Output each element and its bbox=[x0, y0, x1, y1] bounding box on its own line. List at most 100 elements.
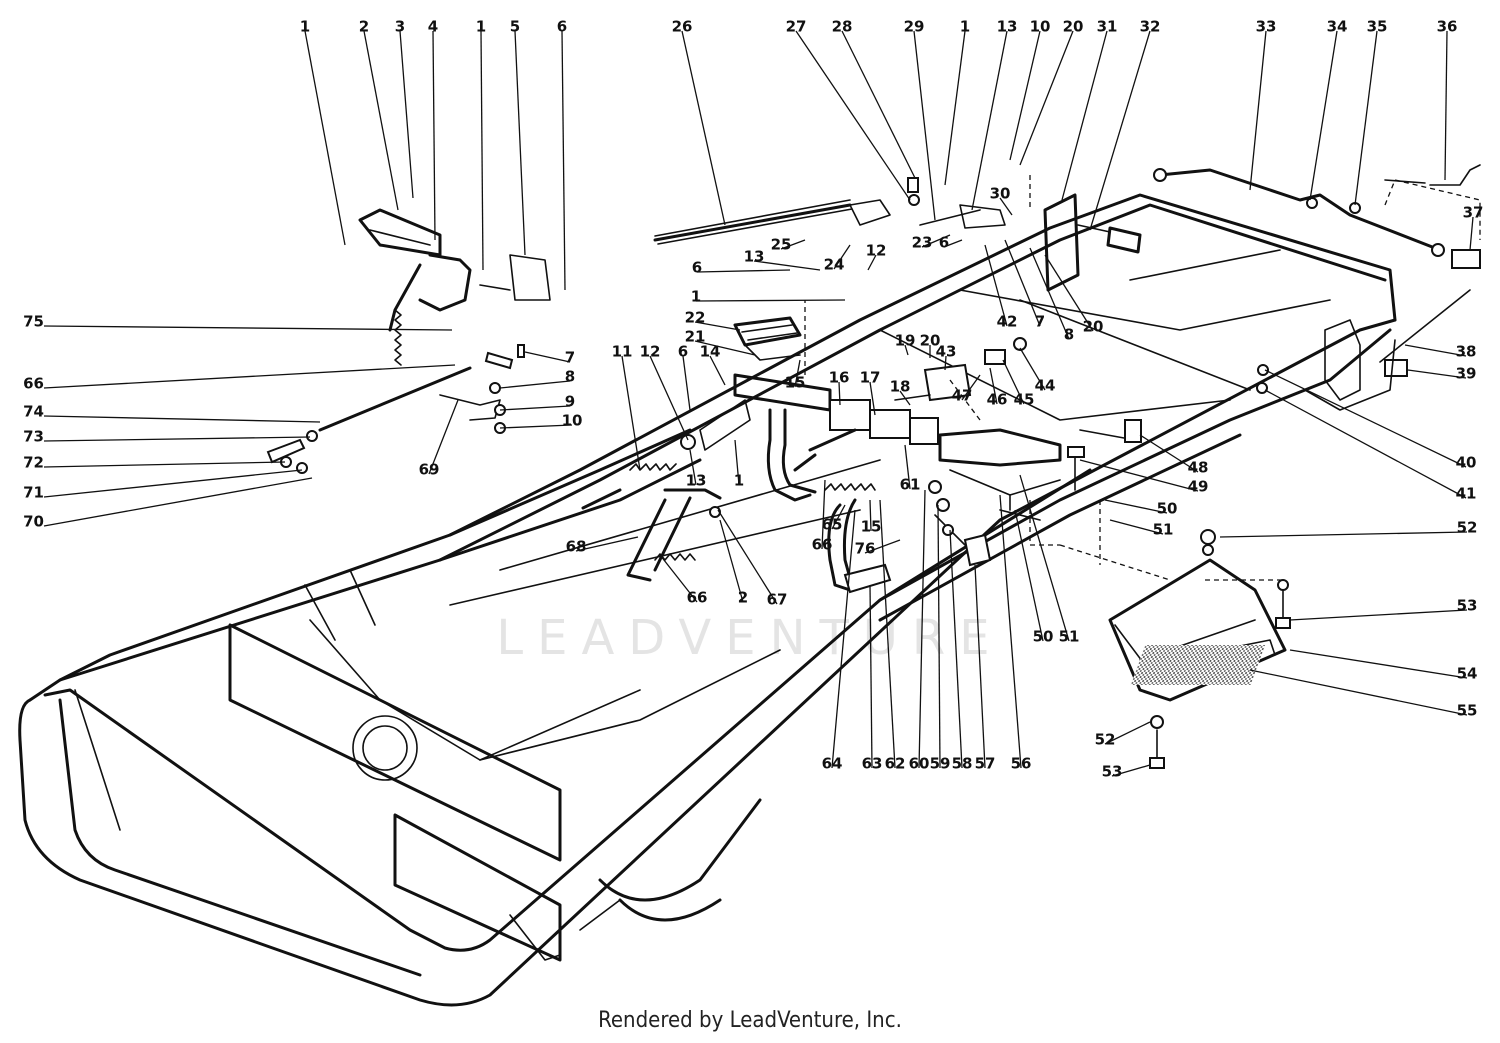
callout-17: 17 bbox=[860, 369, 881, 387]
callout-50: 50 bbox=[1033, 628, 1054, 646]
leader-line-35 bbox=[1354, 30, 1378, 206]
callout-30: 30 bbox=[990, 185, 1011, 203]
leader-line-39 bbox=[1407, 369, 1467, 379]
leader-line-12 bbox=[649, 355, 689, 441]
leader-line-56 bbox=[999, 494, 1022, 769]
callout-71: 71 bbox=[23, 484, 44, 502]
leader-line-8 bbox=[499, 380, 571, 389]
leader-line-61 bbox=[904, 444, 911, 490]
leader-line-49 bbox=[1079, 459, 1199, 492]
callout-62: 62 bbox=[885, 755, 906, 773]
leader-line-1 bbox=[480, 30, 484, 271]
callout-1: 1 bbox=[300, 18, 310, 36]
callout-8: 8 bbox=[565, 368, 575, 386]
callout-58: 58 bbox=[952, 755, 973, 773]
callout-68: 68 bbox=[566, 538, 587, 556]
leader-line-66 bbox=[659, 554, 698, 603]
leader-line-6 bbox=[696, 269, 791, 273]
callout-4: 4 bbox=[428, 18, 438, 36]
callout-16: 16 bbox=[829, 369, 850, 387]
upper-parts bbox=[653, 164, 1481, 411]
callout-60: 60 bbox=[909, 755, 930, 773]
leader-line-73 bbox=[43, 436, 311, 442]
leader-line-5 bbox=[514, 30, 526, 256]
leader-line-6 bbox=[561, 30, 566, 291]
leader-line-57 bbox=[974, 564, 986, 769]
callout-52: 52 bbox=[1457, 519, 1478, 537]
callout-13: 13 bbox=[744, 248, 765, 266]
callout-57: 57 bbox=[975, 755, 996, 773]
leader-line-43 bbox=[944, 355, 947, 371]
leader-line-21 bbox=[694, 340, 756, 356]
pedal-assembly bbox=[629, 316, 1142, 594]
leader-line-36 bbox=[1444, 30, 1448, 181]
callout-6: 6 bbox=[939, 234, 949, 252]
leader-line-44 bbox=[1019, 347, 1046, 391]
leader-line-50 bbox=[1014, 509, 1044, 642]
leader-line-13 bbox=[971, 30, 1008, 211]
callout-11: 11 bbox=[612, 343, 633, 361]
leader-line-58 bbox=[949, 529, 963, 769]
callout-39: 39 bbox=[1456, 365, 1477, 383]
callout-20: 20 bbox=[920, 332, 941, 350]
leader-line-52 bbox=[1104, 721, 1151, 745]
leader-line-53 bbox=[1111, 764, 1151, 777]
callout-15: 15 bbox=[785, 374, 806, 392]
callout-40: 40 bbox=[1456, 454, 1477, 472]
leader-line-23 bbox=[921, 234, 951, 248]
callout-65: 65 bbox=[822, 516, 843, 534]
callout-50: 50 bbox=[1157, 500, 1178, 518]
callout-12: 12 bbox=[866, 242, 887, 260]
leader-line-20 bbox=[1044, 254, 1094, 332]
callout-27: 27 bbox=[786, 18, 807, 36]
callout-67: 67 bbox=[767, 591, 788, 609]
callout-46: 46 bbox=[987, 391, 1008, 409]
leader-line-25 bbox=[780, 239, 806, 250]
leader-line-32 bbox=[1089, 30, 1151, 231]
leader-line-6 bbox=[682, 355, 691, 411]
callout-44: 44 bbox=[1035, 377, 1056, 395]
leader-line-67 bbox=[717, 509, 778, 605]
shift-linkage bbox=[266, 208, 551, 474]
callout-49: 49 bbox=[1188, 478, 1209, 496]
leader-line-70 bbox=[43, 477, 313, 527]
callout-2: 2 bbox=[738, 589, 748, 607]
callout-43: 43 bbox=[936, 343, 957, 361]
callout-72: 72 bbox=[23, 454, 44, 472]
leader-line-1 bbox=[734, 439, 740, 486]
leader-line-16 bbox=[838, 381, 841, 406]
callout-52: 52 bbox=[1095, 731, 1116, 749]
callout-24: 24 bbox=[824, 256, 845, 274]
leader-line-26 bbox=[681, 30, 726, 226]
callout-74: 74 bbox=[23, 403, 44, 421]
callout-9: 9 bbox=[565, 393, 575, 411]
callout-41: 41 bbox=[1456, 485, 1477, 503]
leader-line-50 bbox=[1104, 499, 1168, 514]
leader-line-42 bbox=[984, 244, 1008, 327]
leader-line-74 bbox=[43, 415, 321, 423]
leader-line-1 bbox=[695, 299, 846, 302]
leader-line-10 bbox=[1009, 30, 1041, 161]
leader-line-34 bbox=[1309, 30, 1338, 201]
callout-51: 51 bbox=[1059, 628, 1080, 646]
step-plate bbox=[1108, 529, 1291, 769]
leader-line-69 bbox=[428, 399, 459, 475]
leader-line-13 bbox=[689, 449, 697, 486]
callout-32: 32 bbox=[1140, 18, 1161, 36]
callout-6: 6 bbox=[692, 259, 702, 277]
callout-29: 29 bbox=[904, 18, 925, 36]
leader-line-59 bbox=[937, 504, 941, 769]
leader-line-10 bbox=[499, 424, 573, 429]
leader-line-18 bbox=[899, 390, 911, 406]
leader-line-62 bbox=[879, 499, 896, 769]
leader-line-60 bbox=[918, 489, 926, 769]
callout-66: 66 bbox=[23, 375, 44, 393]
callout-6: 6 bbox=[678, 343, 688, 361]
callout-53: 53 bbox=[1457, 597, 1478, 615]
callout-26: 26 bbox=[672, 18, 693, 36]
leader-line-63 bbox=[869, 584, 873, 769]
leader-line-28 bbox=[841, 30, 916, 179]
leader-line-37 bbox=[1469, 216, 1474, 251]
leader-line-12 bbox=[867, 254, 877, 271]
